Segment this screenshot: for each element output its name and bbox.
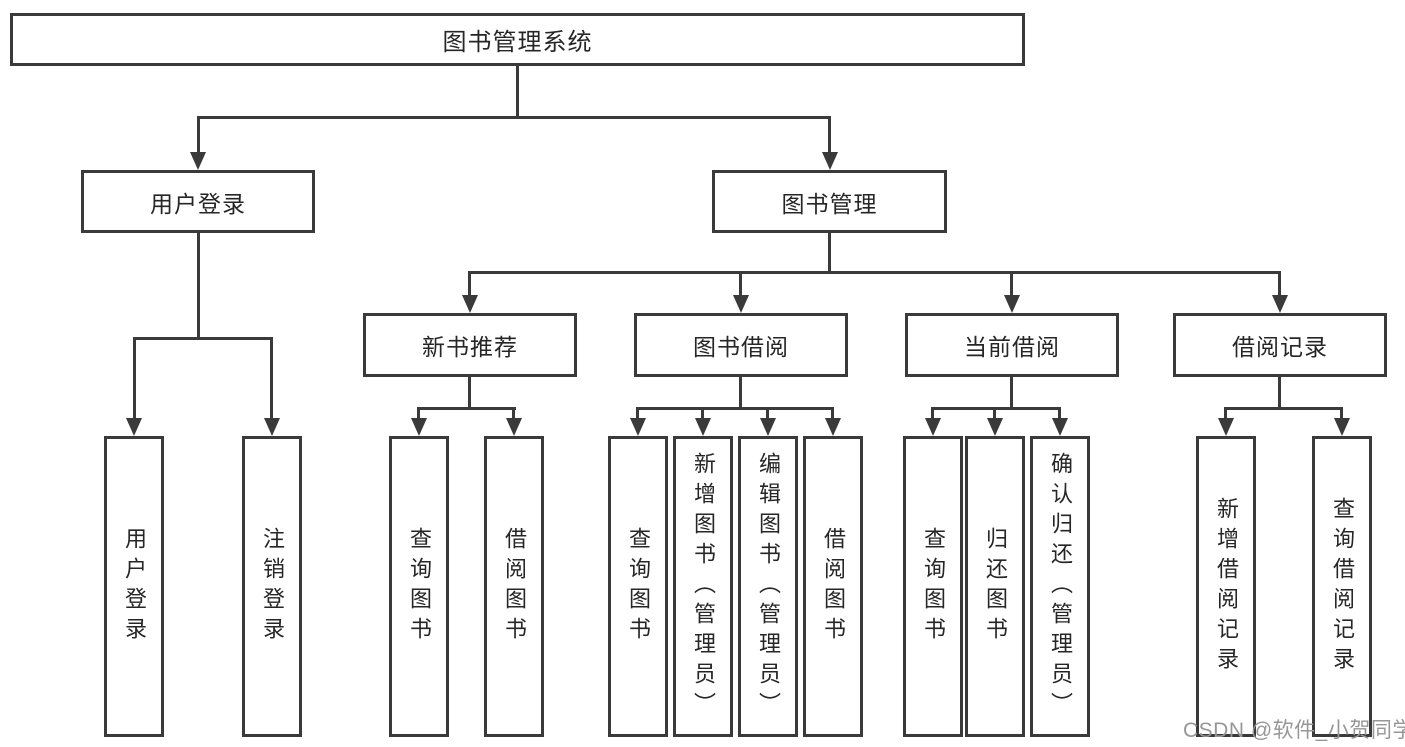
connector-drop: [270, 337, 273, 418]
arrowhead-down: [822, 152, 838, 170]
connector-stem: [828, 233, 831, 273]
node-label: 借阅记录: [1232, 334, 1328, 360]
node-label: 新增借阅记录: [1214, 496, 1239, 677]
node-user-login-leaf: 用户登录: [104, 436, 164, 737]
connector-drop: [739, 271, 742, 295]
connector-drop: [417, 407, 420, 418]
connector-drop: [636, 407, 639, 418]
node-label: 当前借阅: [964, 334, 1060, 360]
connector-drop: [197, 116, 200, 152]
connector-drop: [1278, 271, 1281, 295]
arrowhead-down: [925, 418, 941, 436]
connector-stem: [516, 66, 519, 119]
node-label: 查询图书: [921, 526, 946, 647]
node-user-login: 用户登录: [81, 170, 315, 233]
connector-stem: [197, 233, 200, 339]
node-add-borrow-record: 新增借阅记录: [1196, 436, 1256, 737]
node-edit-book-admin: 编辑图书（管理员）: [738, 436, 798, 737]
arrowhead-down: [411, 418, 427, 436]
node-label: 查询借阅记录: [1330, 496, 1355, 677]
node-query-borrow-record: 查询借阅记录: [1312, 436, 1372, 737]
node-label: 注销登录: [260, 526, 285, 647]
connector-bar: [133, 337, 273, 340]
connector-bar: [636, 407, 834, 410]
connector-drop: [1224, 407, 1227, 418]
arrowhead-down: [190, 152, 206, 170]
arrowhead-down: [630, 418, 646, 436]
connector-drop: [512, 407, 515, 418]
connector-stem: [468, 377, 471, 410]
connector-drop: [993, 407, 996, 418]
connector-bar: [197, 116, 831, 119]
arrowhead-down: [760, 418, 776, 436]
arrowhead-down: [987, 418, 1003, 436]
node-label: 用户登录: [122, 526, 147, 647]
node-label: 查询图书: [626, 526, 651, 647]
node-label: 新增图书（管理员）: [691, 451, 716, 722]
node-add-book-admin: 新增图书（管理员）: [673, 436, 733, 737]
node-query-books-current: 查询图书: [903, 436, 963, 737]
arrowhead-down: [506, 418, 522, 436]
connector-bar: [468, 271, 1281, 274]
arrowhead-down: [825, 418, 841, 436]
node-logout-leaf: 注销登录: [242, 436, 302, 737]
node-borrow-books-recommend: 借阅图书: [484, 436, 544, 737]
connector-drop: [1340, 407, 1343, 418]
node-confirm-return-admin: 确认归还（管理员）: [1030, 436, 1090, 737]
node-label: 借阅图书: [821, 526, 846, 647]
arrowhead-down: [264, 418, 280, 436]
node-label: 新书推荐: [422, 334, 518, 360]
node-label: 编辑图书（管理员）: [756, 451, 781, 722]
arrowhead-down: [1334, 418, 1350, 436]
node-query-books-borrowing: 查询图书: [608, 436, 668, 737]
connector-drop: [1058, 407, 1061, 418]
node-book-borrowing: 图书借阅: [634, 313, 848, 377]
node-library-management-system: 图书管理系统: [10, 13, 1025, 66]
arrowhead-down: [126, 418, 142, 436]
node-label: 查询图书: [407, 526, 432, 647]
arrowhead-down: [1272, 295, 1288, 313]
connector-stem: [1010, 377, 1013, 410]
node-label: 用户登录: [150, 190, 246, 217]
connector-drop: [701, 407, 704, 418]
connector-drop: [133, 337, 136, 418]
node-label: 图书借阅: [693, 334, 789, 360]
node-label: 归还图书: [983, 526, 1008, 647]
node-label: 图书管理系统: [442, 29, 593, 56]
watermark: CSDN @软件_小贺同学: [1183, 719, 1405, 742]
connector-bar: [1224, 407, 1343, 410]
connector-drop: [1010, 271, 1013, 295]
node-label: 借阅图书: [502, 526, 527, 647]
arrowhead-down: [1052, 418, 1068, 436]
node-new-book-recommendation: 新书推荐: [363, 313, 577, 377]
node-book-management: 图书管理: [712, 170, 947, 233]
connector-stem: [739, 377, 742, 410]
connector-drop: [931, 407, 934, 418]
arrowhead-down: [1004, 295, 1020, 313]
connector-drop: [831, 407, 834, 418]
connector-drop: [468, 271, 471, 295]
node-borrow-books-borrowing: 借阅图书: [803, 436, 863, 737]
connector-drop: [828, 116, 831, 152]
arrowhead-down: [462, 295, 478, 313]
node-label: 图书管理: [781, 190, 878, 217]
node-label: 确认归还（管理员）: [1048, 451, 1073, 722]
connector-stem: [1278, 377, 1281, 410]
connector-bar: [931, 407, 1061, 410]
arrowhead-down: [733, 295, 749, 313]
node-borrowing-records: 借阅记录: [1173, 313, 1387, 377]
node-query-books-recommend: 查询图书: [389, 436, 449, 737]
connector-bar: [417, 407, 516, 410]
node-return-book: 归还图书: [965, 436, 1025, 737]
node-current-borrowing: 当前借阅: [905, 313, 1119, 377]
arrowhead-down: [695, 418, 711, 436]
arrowhead-down: [1218, 418, 1234, 436]
connector-drop: [766, 407, 769, 418]
